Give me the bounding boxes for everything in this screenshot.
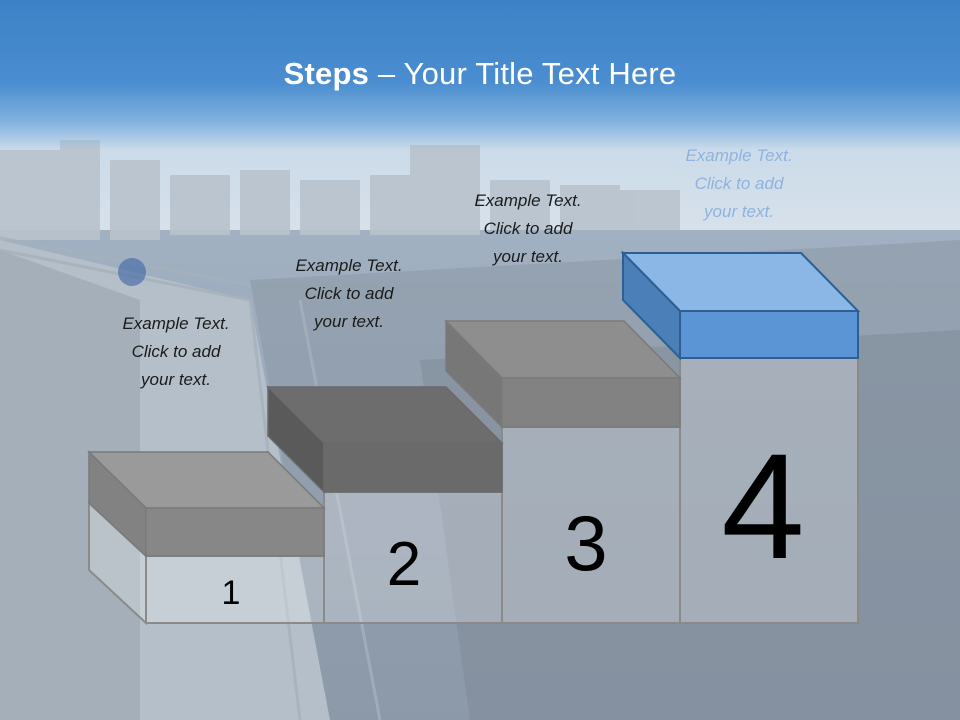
step-2-caption-line-2: Click to add (304, 284, 394, 303)
step-4-number: 4 (721, 422, 804, 590)
step-2-caption[interactable]: Example Text. Click to add your text. (259, 252, 439, 336)
step-1-number: 1 (222, 574, 241, 612)
step-2-caption-line-1: Example Text. (295, 256, 403, 275)
title-rest: – Your Title Text Here (369, 56, 677, 91)
step-4-block (620, 250, 861, 361)
title-band (0, 0, 960, 150)
step-1-column (145, 555, 325, 624)
step-3-caption-line-3: your text. (493, 247, 563, 266)
step-3-block (444, 319, 682, 429)
step-1-caption-line-2: Click to add (131, 342, 221, 361)
slide-title[interactable]: Steps – Your Title Text Here (0, 56, 960, 92)
step-2-caption-line-3: your text. (314, 312, 384, 331)
step-1-caption-line-3: your text. (141, 370, 211, 389)
step-2-number: 2 (387, 530, 421, 599)
step-3-caption[interactable]: Example Text. Click to add your text. (438, 187, 618, 271)
step-1-caption[interactable]: Example Text. Click to add your text. (86, 310, 266, 394)
step-4-caption[interactable]: Example Text. Click to add your text. (649, 142, 829, 226)
step-1-block (87, 450, 326, 558)
step-3-caption-line-1: Example Text. (474, 191, 582, 210)
step-3-number: 3 (564, 499, 607, 587)
step-2-block (266, 385, 504, 494)
step-3-caption-line-2: Click to add (483, 219, 573, 238)
step-4-column (679, 357, 859, 624)
step-4-caption-line-1: Example Text. (685, 146, 793, 165)
step-4-caption-line-3: your text. (704, 202, 774, 221)
title-bold: Steps (283, 56, 370, 91)
step-4-caption-line-2: Click to add (694, 174, 784, 193)
step-1-caption-line-1: Example Text. (122, 314, 230, 333)
